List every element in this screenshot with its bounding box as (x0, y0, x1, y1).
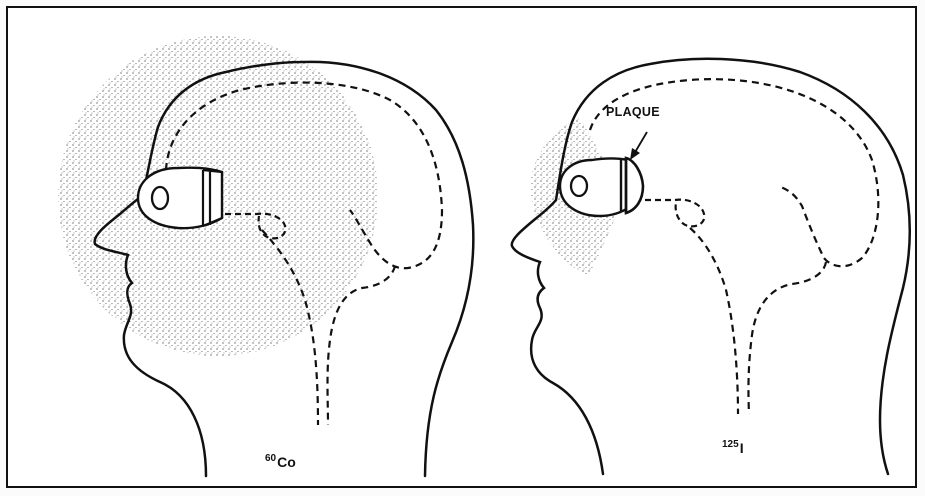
cobalt-panel (58, 36, 473, 476)
iodine-brainstem-front (690, 228, 738, 414)
cobalt-mass-number: 60 (265, 453, 276, 464)
plaque-label: PLAQUE (606, 105, 660, 119)
iodine-plaque (626, 158, 643, 213)
cobalt-eye (138, 168, 222, 229)
iodine-mass-number: 125 (722, 439, 739, 450)
cobalt-isotope-label: 60Co (265, 453, 296, 470)
iodine-head-profile (512, 59, 910, 474)
iodine-isotope-label: 125I (722, 439, 744, 456)
cobalt-symbol: Co (277, 454, 296, 470)
iodine-optic-nerve (645, 200, 704, 227)
plaque-arrow (630, 132, 647, 160)
iodine-panel (512, 59, 910, 474)
iodine-symbol: I (740, 440, 744, 456)
iodine-brainstem-back (748, 262, 826, 414)
iodine-eye (560, 158, 643, 216)
